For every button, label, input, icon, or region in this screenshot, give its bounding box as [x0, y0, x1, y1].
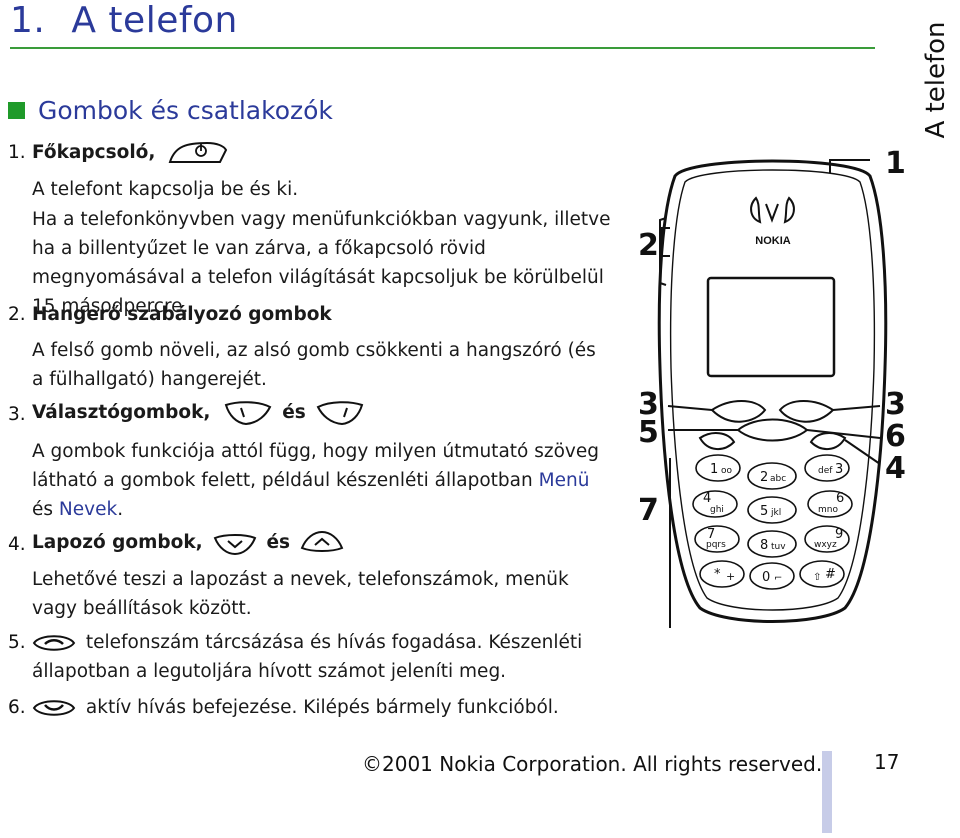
svg-text:8: 8 — [760, 538, 768, 553]
svg-text:+: + — [726, 570, 735, 583]
end-key-icon — [32, 700, 76, 716]
svg-text:7: 7 — [707, 527, 715, 542]
svg-text:⌐: ⌐ — [774, 573, 782, 584]
svg-text:wxyz: wxyz — [814, 540, 837, 550]
svg-text:*: * — [714, 567, 721, 582]
svg-text:⇧: ⇧ — [813, 572, 821, 583]
right-selection-key-icon — [316, 401, 363, 426]
svg-text:mno: mno — [818, 505, 838, 515]
chapter-title-text: A telefon — [71, 0, 238, 41]
callout-2: 2 — [638, 228, 659, 263]
item-1-title: Főkapcsoló, — [32, 142, 156, 163]
chapter-number: 1. — [10, 0, 46, 41]
svg-text:def: def — [818, 466, 833, 476]
item-6-line: aktív hívás befejezése. Kilépés bármely … — [32, 693, 559, 722]
callout-7: 7 — [638, 493, 659, 528]
svg-text:0: 0 — [762, 570, 770, 585]
item-5-line2: állapotban a legutoljára hívott számot j… — [32, 661, 507, 682]
section-heading: Gombok és csatlakozók — [38, 96, 333, 125]
call-key-icon — [32, 635, 76, 651]
item-3-para-start: A gombok funkciója attól függ, hogy mily… — [32, 441, 599, 491]
link-names[interactable]: Nevek — [58, 499, 118, 520]
section-square-icon — [8, 102, 25, 119]
item-3-number: 3. — [8, 404, 26, 425]
item-5-number: 5. — [8, 632, 26, 653]
svg-text:abc: abc — [770, 474, 786, 484]
svg-text:9: 9 — [835, 527, 843, 542]
svg-text:2: 2 — [760, 470, 768, 485]
copyright: ©2001 Nokia Corporation. All rights rese… — [362, 752, 823, 776]
item-3-para-and: és — [32, 499, 54, 520]
callout-6: 6 — [885, 419, 906, 454]
item-4-number: 4. — [8, 534, 26, 555]
item-6-number: 6. — [8, 697, 26, 718]
item-3-para: A gombok funkciója attól függ, hogy mily… — [32, 437, 612, 524]
item-3-connector: és — [282, 402, 306, 423]
svg-text:tuv: tuv — [771, 542, 786, 552]
item-1-para-1: A telefont kapcsolja be és ki. — [32, 179, 299, 200]
title-rule — [10, 47, 875, 49]
chapter-title: 1. A telefon — [10, 0, 238, 41]
item-4-heading: Lapozó gombok, és — [32, 528, 344, 557]
item-2-title: Hangerő szabályozó gombok — [32, 304, 332, 325]
scroll-down-key-icon — [213, 534, 256, 556]
item-3-heading: Választógombok, és — [32, 398, 364, 427]
svg-text:5: 5 — [760, 504, 768, 519]
phone-illustration: NOKIA 1 oo 2 abc def 3 4 ghi 5 jkl mno 6… — [638, 148, 906, 628]
item-2-number: 2. — [8, 304, 26, 325]
svg-text:pqrs: pqrs — [706, 540, 726, 550]
svg-text:jkl: jkl — [770, 508, 781, 518]
page-bar — [822, 751, 832, 833]
phone-brand: NOKIA — [755, 235, 791, 247]
link-menu[interactable]: Menü — [538, 470, 590, 491]
item-1-heading: Főkapcsoló, — [32, 138, 229, 167]
item-6-text: aktív hívás befejezése. Kilépés bármely … — [85, 697, 559, 718]
page-number: 17 — [874, 750, 900, 774]
power-key-icon — [168, 141, 228, 163]
item-5-text: telefonszám tárcsázása és hívás fogadása… — [85, 632, 583, 653]
callout-1: 1 — [885, 148, 906, 181]
svg-text:4: 4 — [703, 491, 711, 506]
item-4-connector: és — [266, 532, 290, 553]
item-1-para-2: Ha a telefonkönyvben vagy menüfunkciókba… — [32, 209, 611, 317]
item-1-number: 1. — [8, 142, 26, 163]
item-4-para: Lehetővé teszi a lapozást a nevek, telef… — [32, 569, 569, 619]
phone-body — [657, 159, 888, 623]
callout-3-left: 3 — [638, 387, 659, 422]
svg-text:1: 1 — [710, 462, 718, 477]
callout-5: 5 — [638, 415, 659, 450]
svg-text:ghi: ghi — [710, 505, 724, 515]
svg-text:3: 3 — [835, 462, 843, 477]
svg-text:#: # — [825, 567, 836, 582]
svg-text:oo: oo — [721, 466, 733, 476]
callout-4: 4 — [885, 451, 906, 486]
callout-3-right: 3 — [885, 387, 906, 422]
phone-screen — [706, 276, 836, 378]
side-tab-label: A telefon — [921, 21, 951, 139]
side-tab: A telefon — [912, 10, 960, 150]
item-3-title: Választógombok, — [32, 402, 211, 423]
svg-text:6: 6 — [836, 491, 844, 506]
item-5-line1: telefonszám tárcsázása és hívás fogadása… — [32, 628, 582, 657]
item-4-title: Lapozó gombok, — [32, 532, 203, 553]
scroll-up-key-icon — [300, 530, 344, 552]
item-3-para-end: . — [117, 499, 124, 520]
item-2-para: A felső gomb növeli, az alsó gomb csökke… — [32, 340, 596, 390]
left-selection-key-icon — [225, 401, 272, 426]
